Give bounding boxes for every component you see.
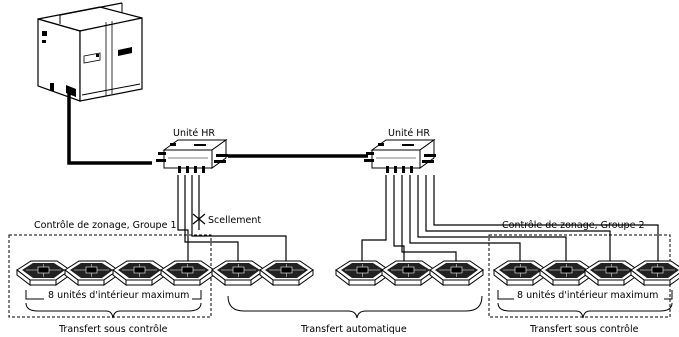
indoor-unit	[160, 260, 215, 286]
transfer-label-left: Transfert sous contrôle	[58, 324, 168, 335]
indoor-unit	[429, 260, 484, 286]
indoor-unit	[381, 260, 436, 286]
indoor-unit	[493, 260, 548, 286]
hr-unit-1-label: Unité HR	[173, 128, 215, 139]
zone-group-2-title: Contrôle de zonage, Groupe 2	[502, 220, 645, 231]
indoor-units	[16, 260, 679, 286]
zone-group-1-title: Contrôle de zonage, Groupe 1	[34, 220, 177, 231]
braces	[25, 290, 673, 319]
hr-unit-2-label: Unité HR	[388, 128, 430, 139]
zone-group-1-capacity: 8 unités d'intérieur maximum	[48, 290, 189, 301]
indoor-unit	[16, 260, 71, 286]
indoor-unit	[211, 260, 266, 286]
transfer-label-right: Transfert sous contrôle	[529, 324, 639, 335]
indoor-unit	[259, 260, 314, 286]
indoor-unit	[112, 260, 167, 286]
outdoor-unit	[37, 2, 143, 102]
zone-group-2-capacity: 8 unités d'intérieur maximum	[517, 290, 658, 301]
indoor-unit	[584, 260, 639, 286]
main-pipe	[67, 91, 368, 165]
hr-unit-2: Unité HR	[363, 128, 437, 174]
indoor-unit	[630, 260, 679, 286]
transfer-label-auto: Transfert automatique	[300, 324, 407, 335]
seal-label: Scellement	[208, 215, 261, 226]
indoor-unit	[64, 260, 119, 286]
hr-unit-1: Unité HR	[155, 128, 229, 174]
branch-pipes	[177, 175, 659, 262]
indoor-unit	[335, 260, 390, 286]
